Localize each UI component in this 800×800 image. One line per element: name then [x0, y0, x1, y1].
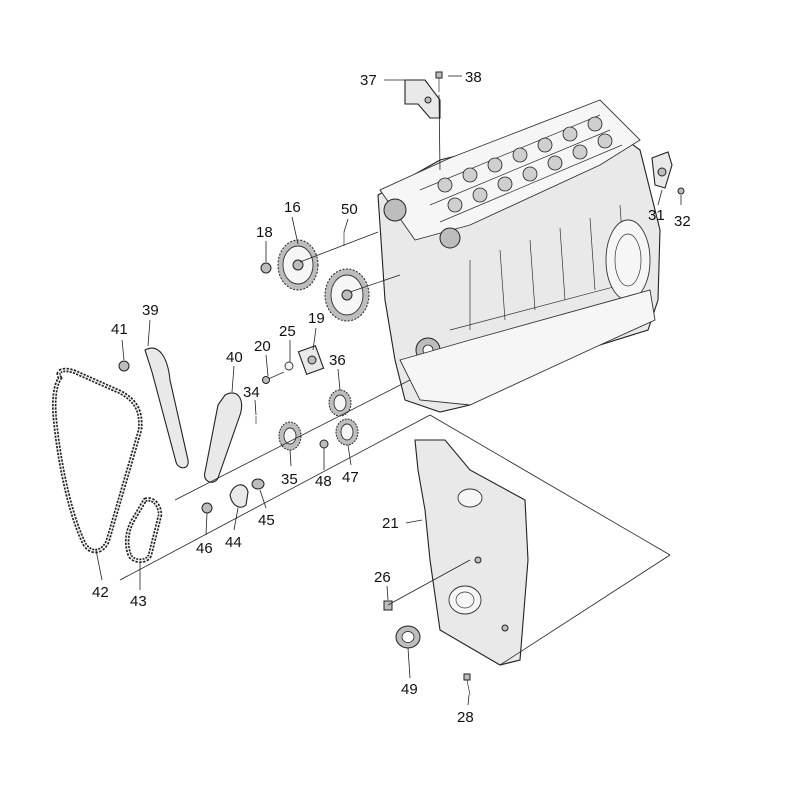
callout-19: 19: [308, 310, 325, 327]
part-28-bolt: [463, 673, 471, 696]
callout-37: 37: [360, 72, 377, 89]
callout-38: 38: [465, 69, 482, 86]
part-39-chain-guide: [144, 347, 189, 469]
callout-49: 49: [401, 681, 418, 698]
part-46-bolt: [201, 502, 213, 514]
part-32-bolt: [677, 187, 685, 195]
callout-36: 36: [329, 352, 346, 369]
callout-26: 26: [374, 569, 391, 586]
callout-34: 34: [243, 384, 260, 401]
callout-18: 18: [256, 224, 273, 241]
callout-leaders: [95, 75, 682, 706]
cam-sprocket-2: [324, 268, 370, 322]
part-37-bracket: [404, 79, 441, 119]
assembly-lines: [119, 94, 671, 666]
engine-block-assembly: [377, 99, 661, 413]
part-26-bolt: [383, 600, 393, 611]
callout-28: 28: [457, 709, 474, 726]
part-21-timing-cover: [414, 439, 529, 666]
callout-44: 44: [225, 534, 242, 551]
callout-45: 45: [258, 512, 275, 529]
callout-43: 43: [130, 593, 147, 610]
callout-42: 42: [92, 584, 109, 601]
callout-32: 32: [674, 213, 691, 230]
part-18-bolt: [260, 262, 272, 274]
callout-46: 46: [196, 540, 213, 557]
callout-35: 35: [281, 471, 298, 488]
part-42-timing-chain: [51, 367, 143, 554]
callout-31: 31: [648, 207, 665, 224]
part-47-sprocket: [335, 418, 359, 446]
part-43-timing-chain: [125, 497, 163, 563]
part-49-seal: [395, 625, 421, 649]
callout-20: 20: [254, 338, 271, 355]
part-35-sprocket: [278, 421, 302, 451]
callout-41: 41: [111, 321, 128, 338]
callout-labels: 37 38 16 18 50 31 32 39 41 19 25 20 40 3…: [92, 69, 691, 726]
part-48-washer: [319, 439, 329, 449]
part-20-bolt: [262, 371, 285, 384]
callout-47: 47: [342, 469, 359, 486]
callout-50: 50: [341, 201, 358, 218]
callout-39: 39: [142, 302, 159, 319]
part-31-sensor: [651, 151, 673, 189]
callout-21: 21: [382, 515, 399, 532]
part-38-bolt: [435, 71, 443, 92]
part-41-bolt: [118, 360, 130, 372]
callout-48: 48: [315, 473, 332, 490]
callout-25: 25: [279, 323, 296, 340]
callout-40: 40: [226, 349, 243, 366]
callout-16: 16: [284, 199, 301, 216]
part-19-tensioner: [297, 344, 325, 376]
part-44-tensioner-arm: [229, 484, 249, 508]
part-45-spring: [251, 478, 265, 490]
part-25-washer: [284, 361, 294, 371]
part-16-cam-sprocket: [277, 239, 319, 291]
